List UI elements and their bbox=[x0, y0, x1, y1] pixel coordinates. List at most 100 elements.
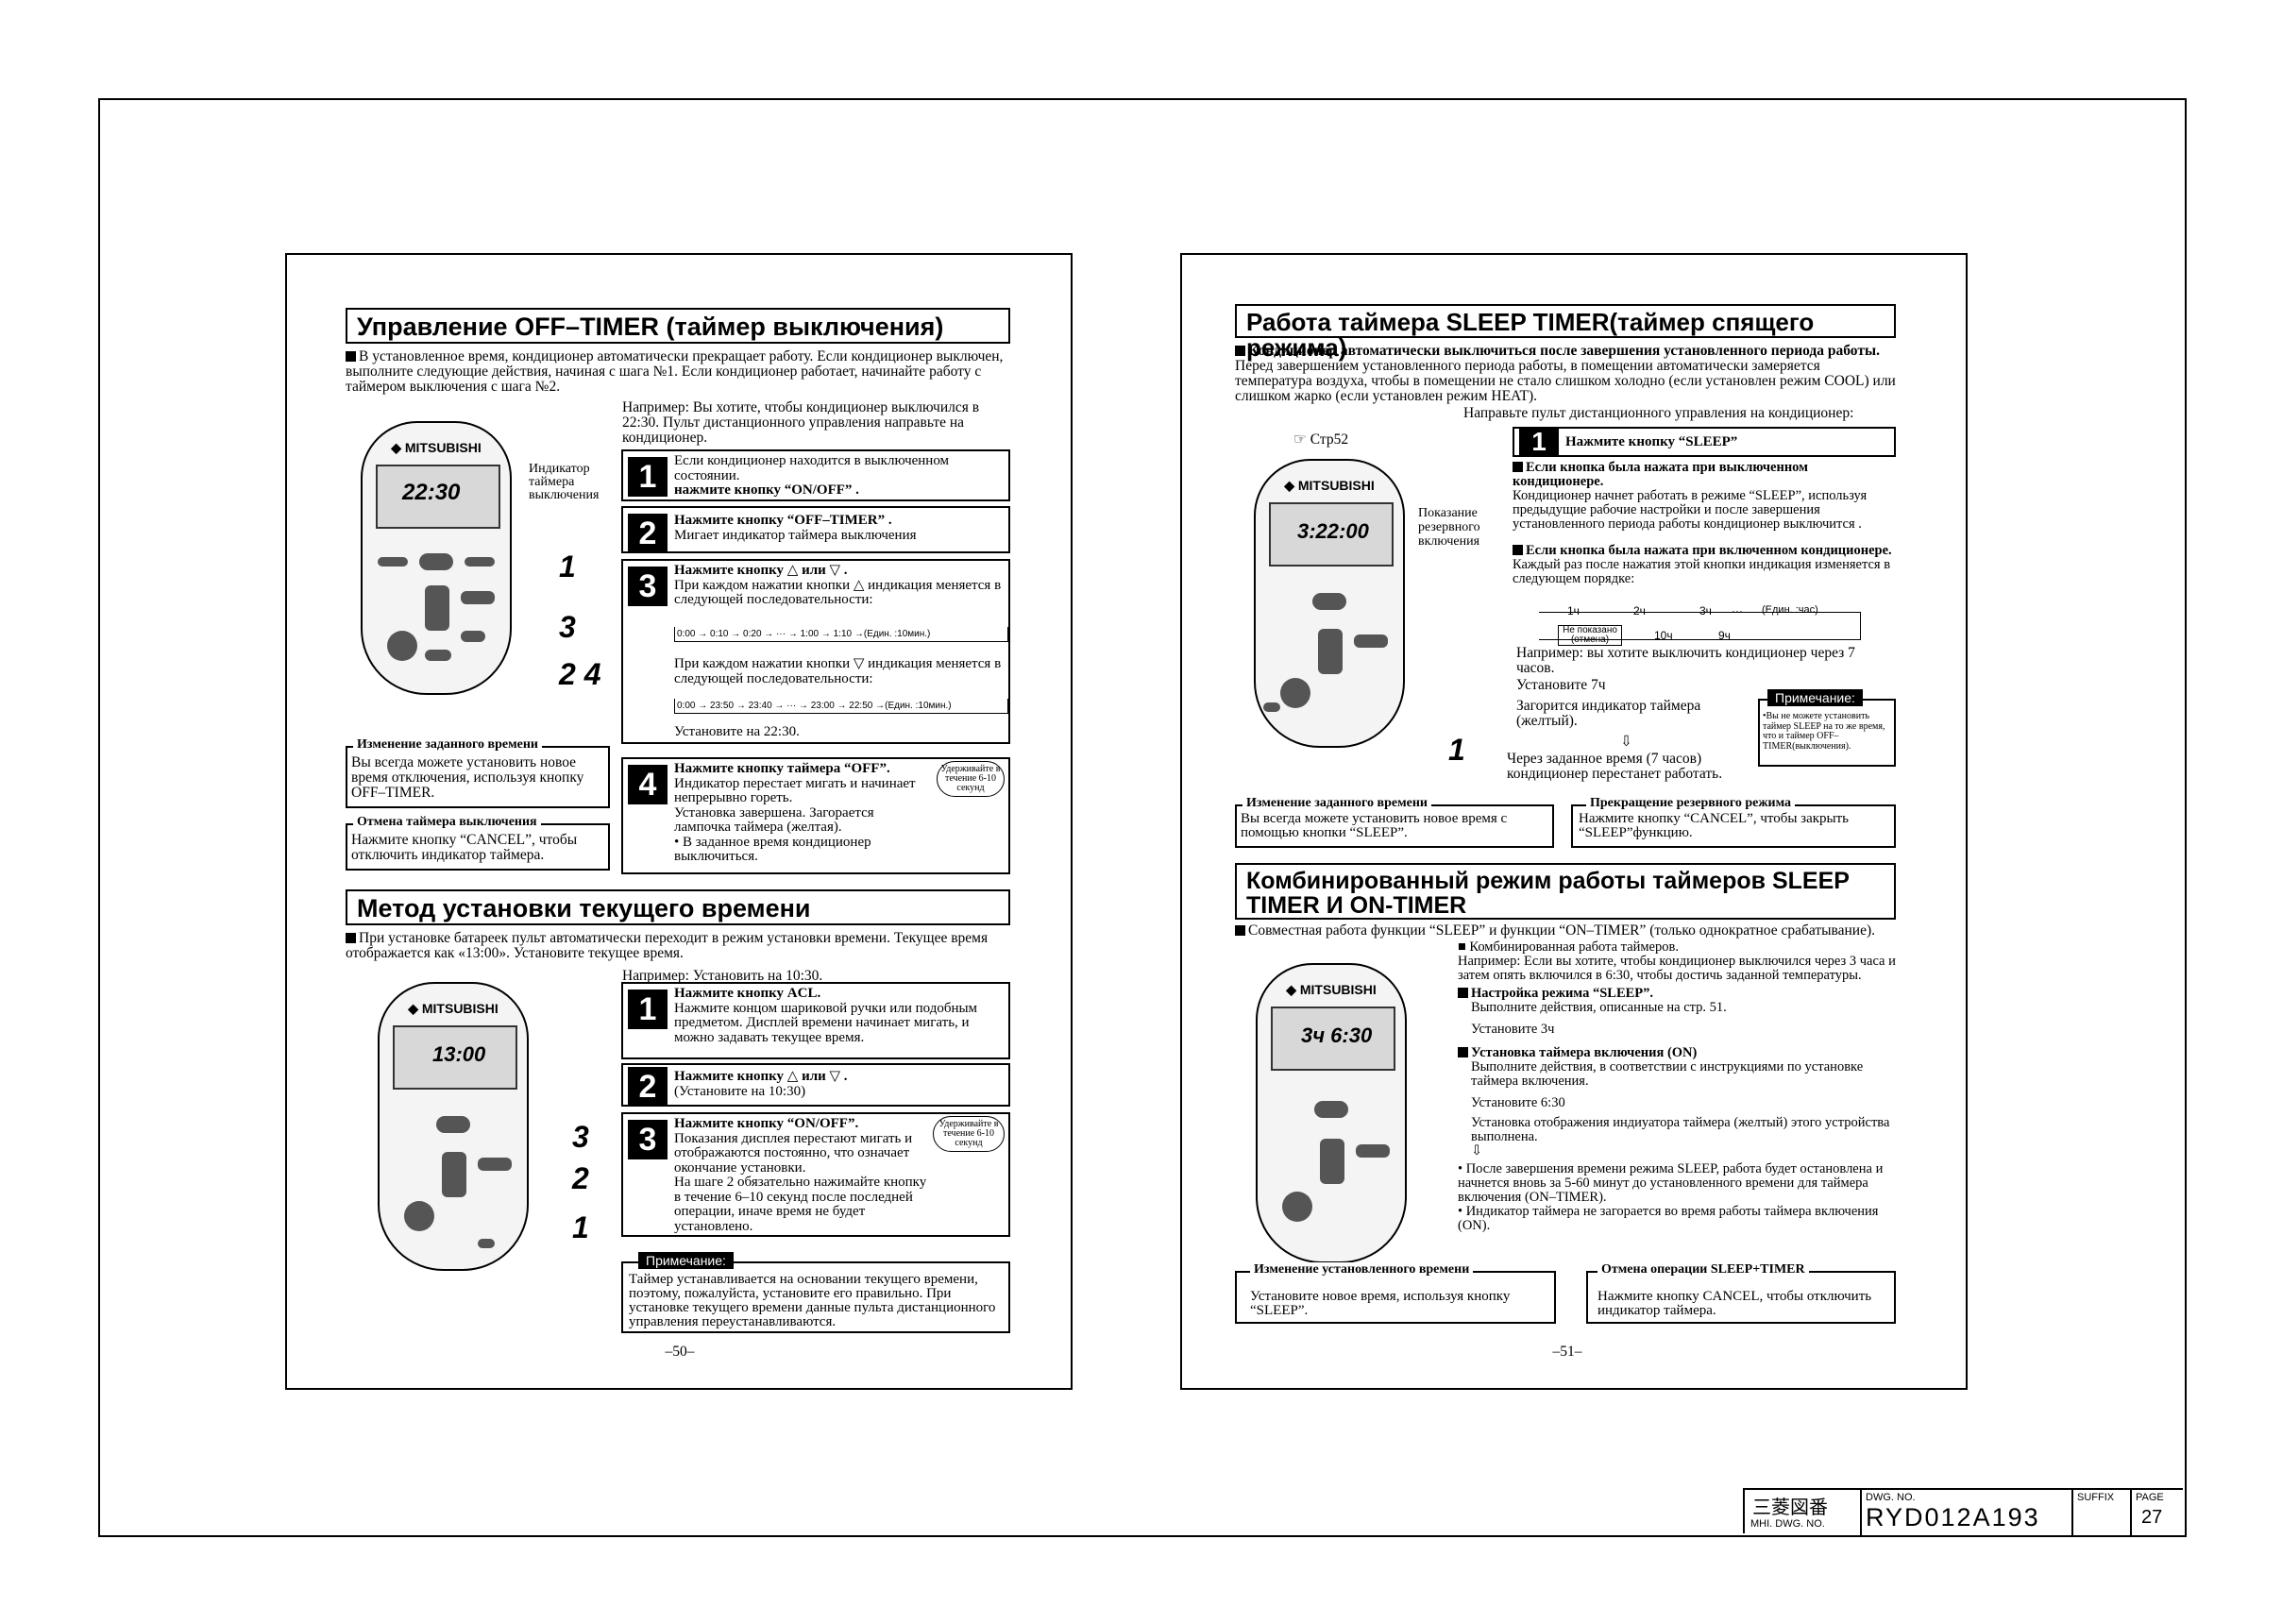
seq-9h: 9ч bbox=[1718, 629, 1731, 642]
right-page-number: –51– bbox=[1552, 1344, 1582, 1360]
callout-3: 3 bbox=[572, 1120, 589, 1154]
box-body: Установите новое время, используя кнопку… bbox=[1250, 1289, 1511, 1318]
callout-2: 2 bbox=[572, 1161, 589, 1195]
left-step-4: 4 Нажмите кнопку таймера “OFF”. Индикато… bbox=[621, 757, 1010, 874]
air-flow-button[interactable] bbox=[1354, 634, 1388, 648]
step-text: При каждом нажатии кнопки ▽ индикация ме… bbox=[674, 656, 1002, 686]
step-number: 2 bbox=[628, 514, 668, 553]
right-intro-2: Совместная работа функции “SLEEP” и функ… bbox=[1235, 923, 1896, 939]
step-text: Если кондиционер находится в выключенном… bbox=[674, 453, 950, 483]
combined-step-2-set: Установите 6:30 bbox=[1471, 1095, 1565, 1110]
temp-button[interactable] bbox=[442, 1152, 466, 1197]
box-heading: Отмена таймера выключения bbox=[353, 815, 541, 830]
air-flow-button[interactable] bbox=[1356, 1144, 1390, 1158]
timer-button[interactable] bbox=[1280, 678, 1310, 708]
sequence-line bbox=[1539, 612, 1861, 640]
remote-control-1: ◆ MITSUBISHI 22:30 bbox=[361, 421, 512, 695]
left-box-change-time: Изменение заданного времени Вы всегда мо… bbox=[346, 737, 610, 808]
step-text-bold: Нажмите кнопку “ON/OFF”. bbox=[674, 1116, 859, 1131]
fan-speed-button[interactable] bbox=[378, 557, 408, 567]
step-text: Установка завершена. Загорается лампочка… bbox=[674, 804, 874, 835]
right-page bbox=[1180, 253, 1968, 1390]
left-title-off-timer: Управление OFF–TIMER (таймер выключения) bbox=[346, 308, 1010, 344]
remote-display: 3ч 6:30 bbox=[1271, 1007, 1395, 1071]
branch-body: Кондиционер начнет работать в режиме “SL… bbox=[1513, 488, 1868, 532]
left-title-current-time: Метод установки текущего времени bbox=[346, 889, 1010, 925]
on-off-button[interactable] bbox=[436, 1116, 470, 1133]
hold-bubble: Удерживайте в течение 6-10 секунд bbox=[933, 1116, 1005, 1152]
left-step-acl-1: 1 Нажмите кнопку ACL.Нажмите концом шари… bbox=[621, 982, 1010, 1059]
combined-step-1-set: Установите 3ч bbox=[1471, 1022, 1555, 1037]
timer-button[interactable] bbox=[404, 1201, 434, 1231]
temp-button[interactable] bbox=[1320, 1139, 1344, 1184]
on-off-button[interactable] bbox=[1314, 1101, 1348, 1118]
step-number: 2 bbox=[628, 1067, 668, 1107]
box-heading: Изменение заданного времени bbox=[1242, 796, 1431, 811]
sequence-down: 0:00 → 23:50 → 23:40 → ··· → 23:00 → 22:… bbox=[674, 699, 1008, 714]
temp-button[interactable] bbox=[425, 585, 449, 631]
on-off-button[interactable] bbox=[419, 553, 453, 570]
step-number: 3 bbox=[628, 1120, 668, 1159]
left-step-acl-3: 3 Нажмите кнопку “ON/OFF”. Показания дис… bbox=[621, 1112, 1010, 1237]
down-arrow-icon: ⇩ bbox=[1620, 734, 1632, 750]
cancel-button[interactable] bbox=[425, 650, 451, 661]
left-page-number: –50– bbox=[665, 1344, 695, 1360]
square-bullet-icon bbox=[1513, 545, 1523, 555]
seq-2h: 2ч bbox=[1633, 604, 1646, 617]
step-number: 3 bbox=[628, 567, 668, 606]
timer-button[interactable] bbox=[1282, 1192, 1312, 1222]
square-bullet-icon bbox=[346, 351, 356, 362]
remote-display: 3:22:00 bbox=[1269, 502, 1394, 567]
box-heading: Прекращение резервного режима bbox=[1586, 796, 1796, 811]
on-off-button[interactable] bbox=[1312, 593, 1346, 610]
step-text: Установите на 22:30. bbox=[674, 724, 800, 739]
down-arrow-icon: ⇩ bbox=[1471, 1143, 1483, 1159]
sleep-button[interactable] bbox=[1263, 702, 1280, 712]
right-lamp: Загорится индикатор таймера (желтый). bbox=[1516, 698, 1701, 729]
left-intro-2: При установке батареек пульт автоматичес… bbox=[346, 930, 989, 961]
acl-button[interactable] bbox=[478, 1239, 495, 1248]
pointing-hand-icon: ☞ bbox=[1293, 431, 1307, 448]
note-body: •Вы не можете установить таймер SLEEP на… bbox=[1763, 711, 1885, 752]
step-number: 1 bbox=[1519, 428, 1559, 456]
air-flow-button[interactable] bbox=[478, 1158, 512, 1171]
right-example: Например: вы хотите выключить кондиционе… bbox=[1516, 645, 1855, 676]
step-text-bold: Нажмите кнопку △ или ▽ . bbox=[674, 563, 848, 578]
step-text-bold: нажмите кнопку “ON/OFF” . bbox=[674, 482, 859, 498]
off-timer-button[interactable] bbox=[461, 631, 485, 642]
title-suffix: SUFFIX bbox=[2077, 1492, 2115, 1503]
box-body: Вы всегда можете установить новое время … bbox=[1241, 811, 1508, 840]
left-step-acl-2: 2 Нажмите кнопку △ или ▽ .(Установите на… bbox=[621, 1063, 1010, 1107]
combined-step-2-body: Выполните действия, в соответствии с инс… bbox=[1471, 1059, 1864, 1089]
remote-display: 13:00 bbox=[393, 1025, 517, 1090]
step-text: • В заданное время кондиционер выключить… bbox=[674, 834, 871, 864]
combined-step-2: Установка таймера включения (ON) bbox=[1471, 1045, 1698, 1060]
mode-button[interactable] bbox=[465, 557, 495, 567]
right-title-sleep-timer: Работа таймера SLEEP TIMER(таймер спящег… bbox=[1235, 304, 1896, 361]
box-body: Нажмите кнопку “CANCEL”, чтобы закрыть “… bbox=[1579, 811, 1850, 840]
callout-3: 3 bbox=[559, 610, 576, 644]
title-dwg-label: DWG. NO. bbox=[1866, 1492, 1916, 1503]
combined-bullet-2: Индикатор таймера не загорается во время… bbox=[1458, 1204, 1879, 1233]
display-time: 3ч 6:30 bbox=[1301, 1023, 1373, 1047]
timer-button[interactable] bbox=[387, 631, 417, 661]
combined-head: ■ Комбинированная работа таймеров. bbox=[1458, 939, 1679, 955]
right-branch-1: Если кнопка была нажата при выключенном … bbox=[1513, 460, 1868, 532]
box-heading: Изменение заданного времени bbox=[353, 737, 542, 753]
sleep-sequence: 1ч 2ч 3ч ··· (Един. :час) Не показано (о… bbox=[1530, 604, 1888, 651]
box-body: Вы всегда можете установить новое время … bbox=[351, 754, 584, 801]
square-bullet-icon bbox=[1235, 925, 1245, 936]
step-number: 4 bbox=[628, 765, 668, 804]
remote-3-label: Показание резервного включения bbox=[1418, 506, 1480, 549]
outer-frame bbox=[98, 98, 2187, 1537]
title-jp: 三菱図番 bbox=[1752, 1497, 1828, 1518]
air-flow-button[interactable] bbox=[461, 591, 495, 604]
step-text: Показания дисплея перестают мигать и ото… bbox=[674, 1130, 913, 1176]
title-page-number: 27 bbox=[2141, 1507, 2163, 1528]
left-step-3: 3 Нажмите кнопку △ или ▽ . При каждом на… bbox=[621, 559, 1010, 744]
right-box-change-2: Изменение установленного времени Установ… bbox=[1235, 1262, 1556, 1324]
remote-control-3: ◆ MITSUBISHI 3:22:00 bbox=[1254, 459, 1405, 748]
left-note-box: Примечание: Таймер устанавливается на ос… bbox=[621, 1252, 1010, 1333]
temp-button[interactable] bbox=[1318, 629, 1343, 674]
combined-bullet-1: После завершения времени режима SLEEP, р… bbox=[1458, 1161, 1884, 1205]
